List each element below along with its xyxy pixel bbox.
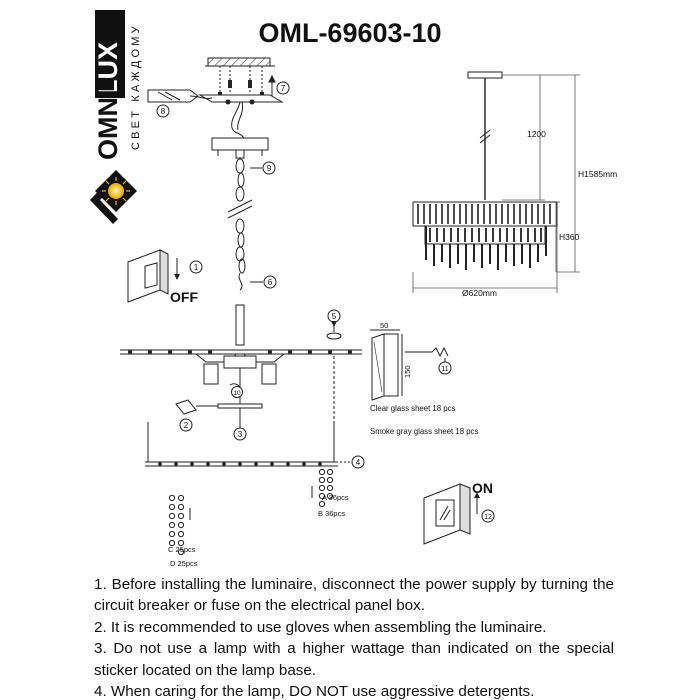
- svg-text:8: 8: [161, 107, 166, 116]
- svg-text:11: 11: [441, 366, 448, 373]
- glass-height-label: 150: [403, 365, 412, 378]
- logo-omni-text: OMNI: [93, 90, 123, 161]
- glass-width-label: 50: [380, 321, 388, 330]
- step-5-part: 5: [326, 309, 342, 440]
- svg-text:3: 3: [238, 430, 243, 439]
- lower-ring: [145, 422, 338, 467]
- safety-notes: 1. Before installing the luminaire, disc…: [94, 574, 614, 700]
- step-1-badge: [189, 260, 203, 274]
- pendant-c-label: C 25pcs: [168, 545, 196, 554]
- note-3: 3. Do not use a lamp with a higher watta…: [94, 640, 614, 679]
- frame-assembly: [120, 304, 362, 430]
- svg-text:4: 4: [356, 458, 361, 467]
- switch-off-diagram: 1 OFF: [127, 249, 203, 305]
- total-height-label: H1585mm: [578, 169, 617, 179]
- pendant-d-label: D 25pcs: [170, 559, 198, 568]
- note-4: 4. When caring for the lamp, DO NOT use …: [94, 683, 535, 700]
- smoke-glass-label: Smoke gray glass sheet 18 pcs: [370, 427, 478, 436]
- step-12-badge: [481, 509, 495, 523]
- svg-text:9: 9: [267, 164, 272, 173]
- svg-text:12: 12: [484, 514, 492, 521]
- logo-sun-rays: [102, 177, 130, 205]
- step-6-badge: 6: [250, 275, 277, 289]
- chain-length-label: 1200: [527, 129, 546, 139]
- brand-logo: LUX OMNI СВЕТ КАЖДОМУ: [90, 10, 142, 224]
- step-4-badge: 4: [340, 455, 365, 469]
- pendant-a-label: A 36pcs: [322, 493, 349, 502]
- switch-on-label: ON: [472, 480, 493, 496]
- clear-glass-label: Clear glass sheet 18 pcs: [370, 404, 455, 413]
- step-9-badge: 9: [250, 161, 276, 175]
- ceiling-mount: [147, 57, 284, 159]
- mounting-chain: [227, 158, 253, 291]
- step-7-badge: 7: [276, 81, 290, 95]
- body-height-label: H360: [559, 232, 580, 242]
- glass-sheet-diagram: [370, 329, 449, 401]
- logo-lux-text: LUX: [93, 42, 123, 96]
- note-2: 2. It is recommended to use gloves when …: [94, 618, 547, 636]
- diameter-label: Ø620mm: [462, 288, 497, 298]
- switch-on-diagram: 12 ON: [423, 480, 495, 545]
- step-10-badge: 10: [231, 386, 243, 398]
- step-11-badge: 11: [438, 358, 452, 375]
- step-2-badge: 2: [179, 418, 193, 432]
- svg-text:7: 7: [281, 84, 286, 93]
- step-8-badge: 8: [156, 104, 170, 118]
- model-title: OML-69603-10: [258, 18, 441, 48]
- step-3-badge: 3: [233, 427, 247, 441]
- pendant-b-label: B 36pcs: [318, 509, 345, 518]
- assembled-chandelier: [412, 71, 580, 293]
- pendant-strings-ab: [311, 468, 334, 508]
- svg-text:6: 6: [268, 278, 273, 287]
- switch-off-label: OFF: [170, 289, 198, 305]
- svg-text:10: 10: [233, 390, 241, 397]
- logo-sun-icon: [108, 183, 124, 199]
- logo-dark-block: [95, 10, 125, 98]
- svg-text:2: 2: [184, 421, 189, 430]
- svg-text:1: 1: [194, 263, 199, 272]
- crystal-drops: [425, 226, 547, 270]
- logo-tagline: СВЕТ КАЖДОМУ: [130, 23, 142, 150]
- note-1: 1. Before installing the luminaire, disc…: [94, 576, 614, 615]
- pendant-strings-cd: [168, 494, 191, 556]
- svg-text:5: 5: [332, 312, 337, 321]
